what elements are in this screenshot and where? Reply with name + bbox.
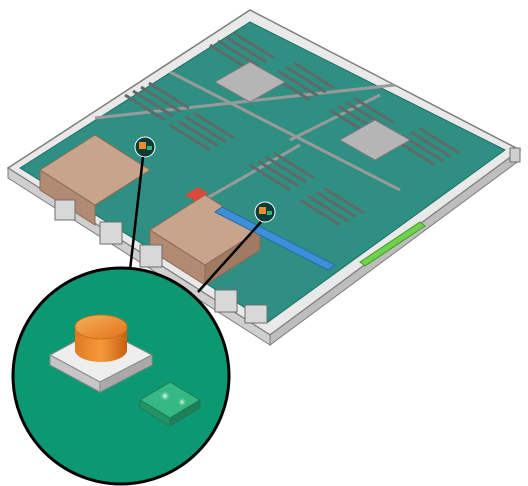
fault-remind-button (48, 314, 154, 393)
red-connector (185, 187, 208, 201)
rear-connector (509, 147, 521, 163)
cpu-heatsink-rear (213, 61, 412, 161)
callout-leader-lines (128, 156, 262, 293)
magnified-callout (11, 266, 231, 486)
callout-marker-1 (134, 136, 156, 158)
front-ports (54, 199, 268, 324)
cpu-divider-rails (94, 70, 401, 207)
dimm-bank-front-left (124, 81, 235, 152)
cpu-heatsink-front-left (39, 134, 151, 226)
green-indicator-bar (359, 221, 426, 267)
blue-indicator-bar (214, 206, 336, 271)
callout-marker-2 (254, 201, 276, 223)
fault-remind-power-led (139, 381, 201, 427)
dimm-bank-front-right (249, 151, 365, 227)
